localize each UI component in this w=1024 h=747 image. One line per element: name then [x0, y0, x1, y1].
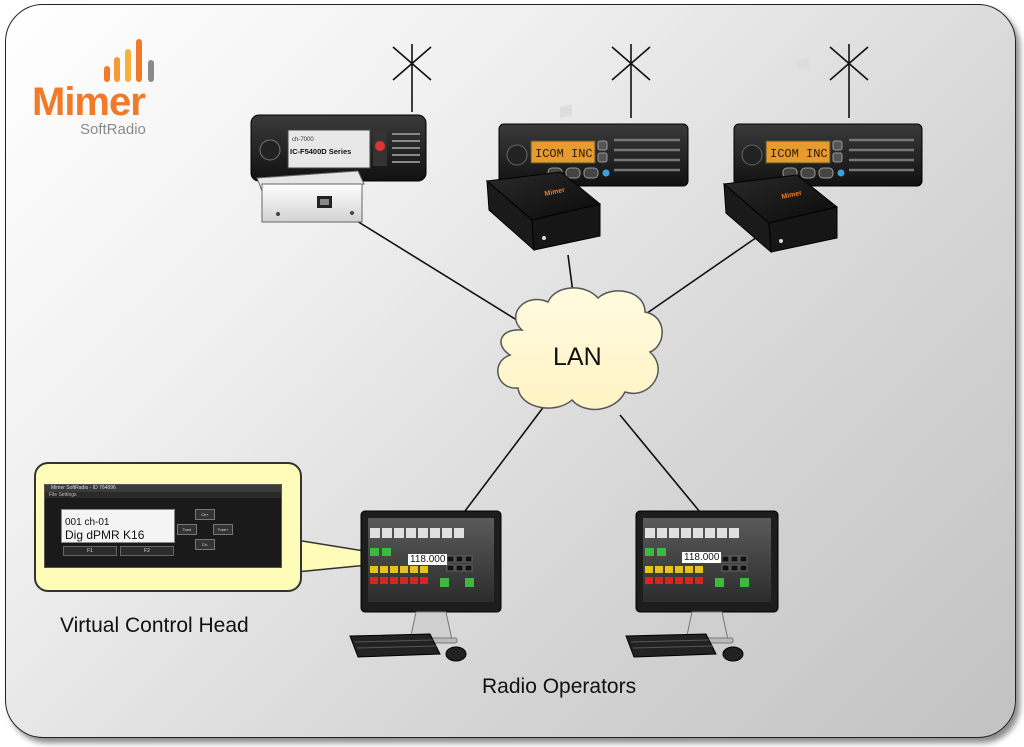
mouse-icon [722, 646, 744, 662]
vch-display-line1: 001 ch-01 [65, 517, 110, 528]
vch-menu-bar[interactable]: File Settings [45, 492, 281, 498]
logo-product: SoftRadio [80, 121, 146, 138]
radio-3-lcd: ICOM INC [770, 147, 828, 161]
monitor-icon [360, 510, 502, 644]
network-links [351, 217, 761, 516]
radio-2-icon: ICOM INC [498, 123, 689, 187]
vch-nav-up-button[interactable]: Ch+ [195, 509, 215, 520]
vch-nav-right-button[interactable]: Tone+ [213, 524, 233, 535]
vch-nav-down-button[interactable]: Ch- [195, 539, 215, 550]
operator-2-workstation [625, 510, 779, 662]
vch-nav-left-button[interactable]: Tone [177, 524, 197, 535]
vch-f1-button[interactable]: F1 [63, 546, 117, 556]
radio-3-icon: ICOM INC [733, 123, 923, 187]
svg-text:Mimer: Mimer [544, 187, 566, 198]
keyboard-icon [349, 633, 441, 658]
radio-2-lcd: ICOM INC [535, 147, 593, 161]
mouse-icon [445, 646, 467, 662]
keyboard-icon [625, 633, 717, 658]
antenna-icons [392, 44, 869, 118]
vch-display: 001 ch-01 Dig dPMR K16 [61, 509, 175, 543]
radio-1-model: IC-F5400D Series [290, 147, 351, 156]
operator-1-workstation [349, 510, 502, 662]
antenna-icon [829, 44, 869, 118]
lan-label: LAN [553, 343, 602, 371]
operator-1-frequency: 118.000 [408, 554, 448, 565]
link-operator-2 [619, 414, 701, 513]
logo-icon [104, 39, 154, 82]
interface-box-icon: Mimer [722, 57, 839, 254]
operator-2-frequency: 118.000 [682, 552, 722, 563]
link-operator-1 [461, 404, 546, 516]
cloud-icon [497, 287, 663, 411]
radio-1-channel: ch-7000 [292, 137, 314, 143]
virtual-control-head-caption: Virtual Control Head [60, 614, 249, 637]
radio-1-icon: ch-7000 IC-F5400D Series [250, 114, 427, 182]
monitor-icon [635, 510, 779, 644]
link-radio-3 [639, 234, 761, 319]
logo-brand: Mimer [32, 80, 146, 124]
vch-display-line2: Dig dPMR K16 [65, 528, 145, 542]
antenna-icon [611, 44, 651, 118]
vch-window-title: Mimer SoftRadio - ID 764896 [45, 485, 281, 492]
link-radio-1 [351, 217, 521, 323]
virtual-control-head-window: Mimer SoftRadio - ID 764896 File Setting… [44, 484, 282, 568]
interface-box-icon: Mimer [485, 104, 602, 252]
antenna-icon [392, 44, 432, 112]
vch-f2-button[interactable]: F2 [120, 546, 174, 556]
radio-operators-caption: Radio Operators [482, 675, 637, 698]
svg-text:Mimer: Mimer [781, 190, 803, 201]
interface-box-icon [256, 170, 365, 223]
